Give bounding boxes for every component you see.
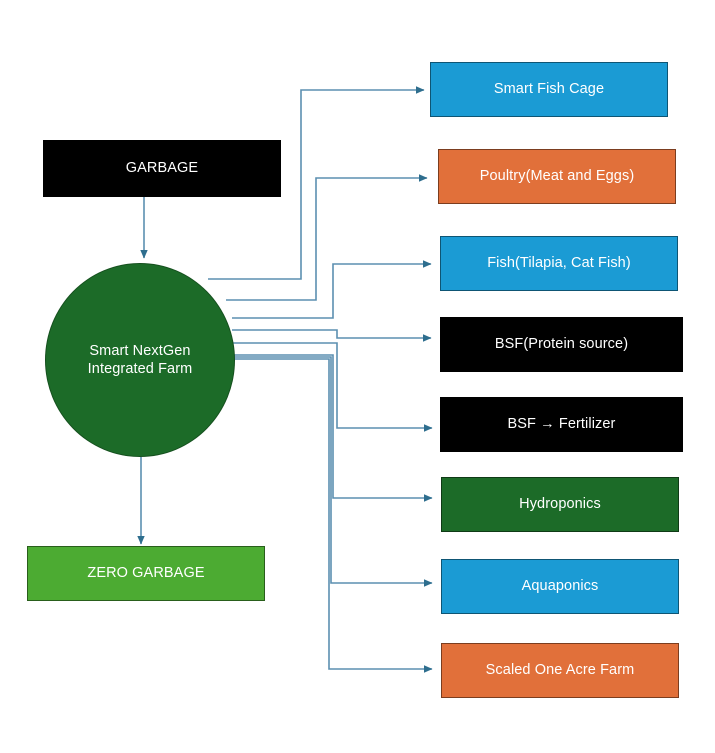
edge-hub-to-aquaponics <box>226 356 433 587</box>
node-scaled-one-acre-farm[interactable]: Scaled One Acre Farm <box>441 643 679 698</box>
node-hub-label: Smart NextGen Integrated Farm <box>87 342 193 377</box>
node-garbage-label: GARBAGE <box>125 160 199 177</box>
node-smart-fish-cage[interactable]: Smart Fish Cage <box>430 62 668 117</box>
node-bsf-protein-source[interactable]: BSF(Protein source) <box>440 317 683 372</box>
connector-group <box>137 86 433 673</box>
node-zero-garbage[interactable]: ZERO GARBAGE <box>27 546 265 601</box>
node-poultry[interactable]: Poultry(Meat and Eggs) <box>438 149 676 204</box>
node-garbage[interactable]: GARBAGE <box>43 140 281 197</box>
node-fish-label: Fish(Tilapia, Cat Fish) <box>487 255 631 272</box>
edge-hub-to-hydroponics <box>226 354 433 502</box>
node-smart-fish-cage-label: Smart Fish Cage <box>493 81 605 98</box>
node-bsf-protein-source-label: BSF(Protein source) <box>494 336 629 353</box>
edge-hub-to-fish <box>232 260 432 319</box>
node-bsf-fertilizer[interactable]: BSF → Fertilizer <box>440 397 683 452</box>
node-zero-garbage-label: ZERO GARBAGE <box>87 565 205 582</box>
edge-hub-to-bsf-fertilizer <box>230 342 433 432</box>
node-aquaponics[interactable]: Aquaponics <box>441 559 679 614</box>
node-smart-nextgen-integrated-farm[interactable]: Smart NextGen Integrated Farm <box>45 263 235 457</box>
node-bsf-fertilizer-label: BSF → Fertilizer <box>507 416 616 433</box>
edge-hub-to-poultry <box>226 174 428 301</box>
node-fish[interactable]: Fish(Tilapia, Cat Fish) <box>440 236 678 291</box>
node-hydroponics[interactable]: Hydroponics <box>441 477 679 532</box>
node-hydroponics-label: Hydroponics <box>519 496 601 513</box>
edge-hub-to-bsf-protein <box>232 329 432 342</box>
edge-hub-to-scaled-one-acre-farm <box>226 358 433 673</box>
node-aquaponics-label: Aquaponics <box>521 578 599 595</box>
node-poultry-label: Poultry(Meat and Eggs) <box>479 168 635 185</box>
edge-hub-to-smart-fish-cage <box>208 86 425 280</box>
node-scaled-one-acre-farm-label: Scaled One Acre Farm <box>485 662 635 679</box>
